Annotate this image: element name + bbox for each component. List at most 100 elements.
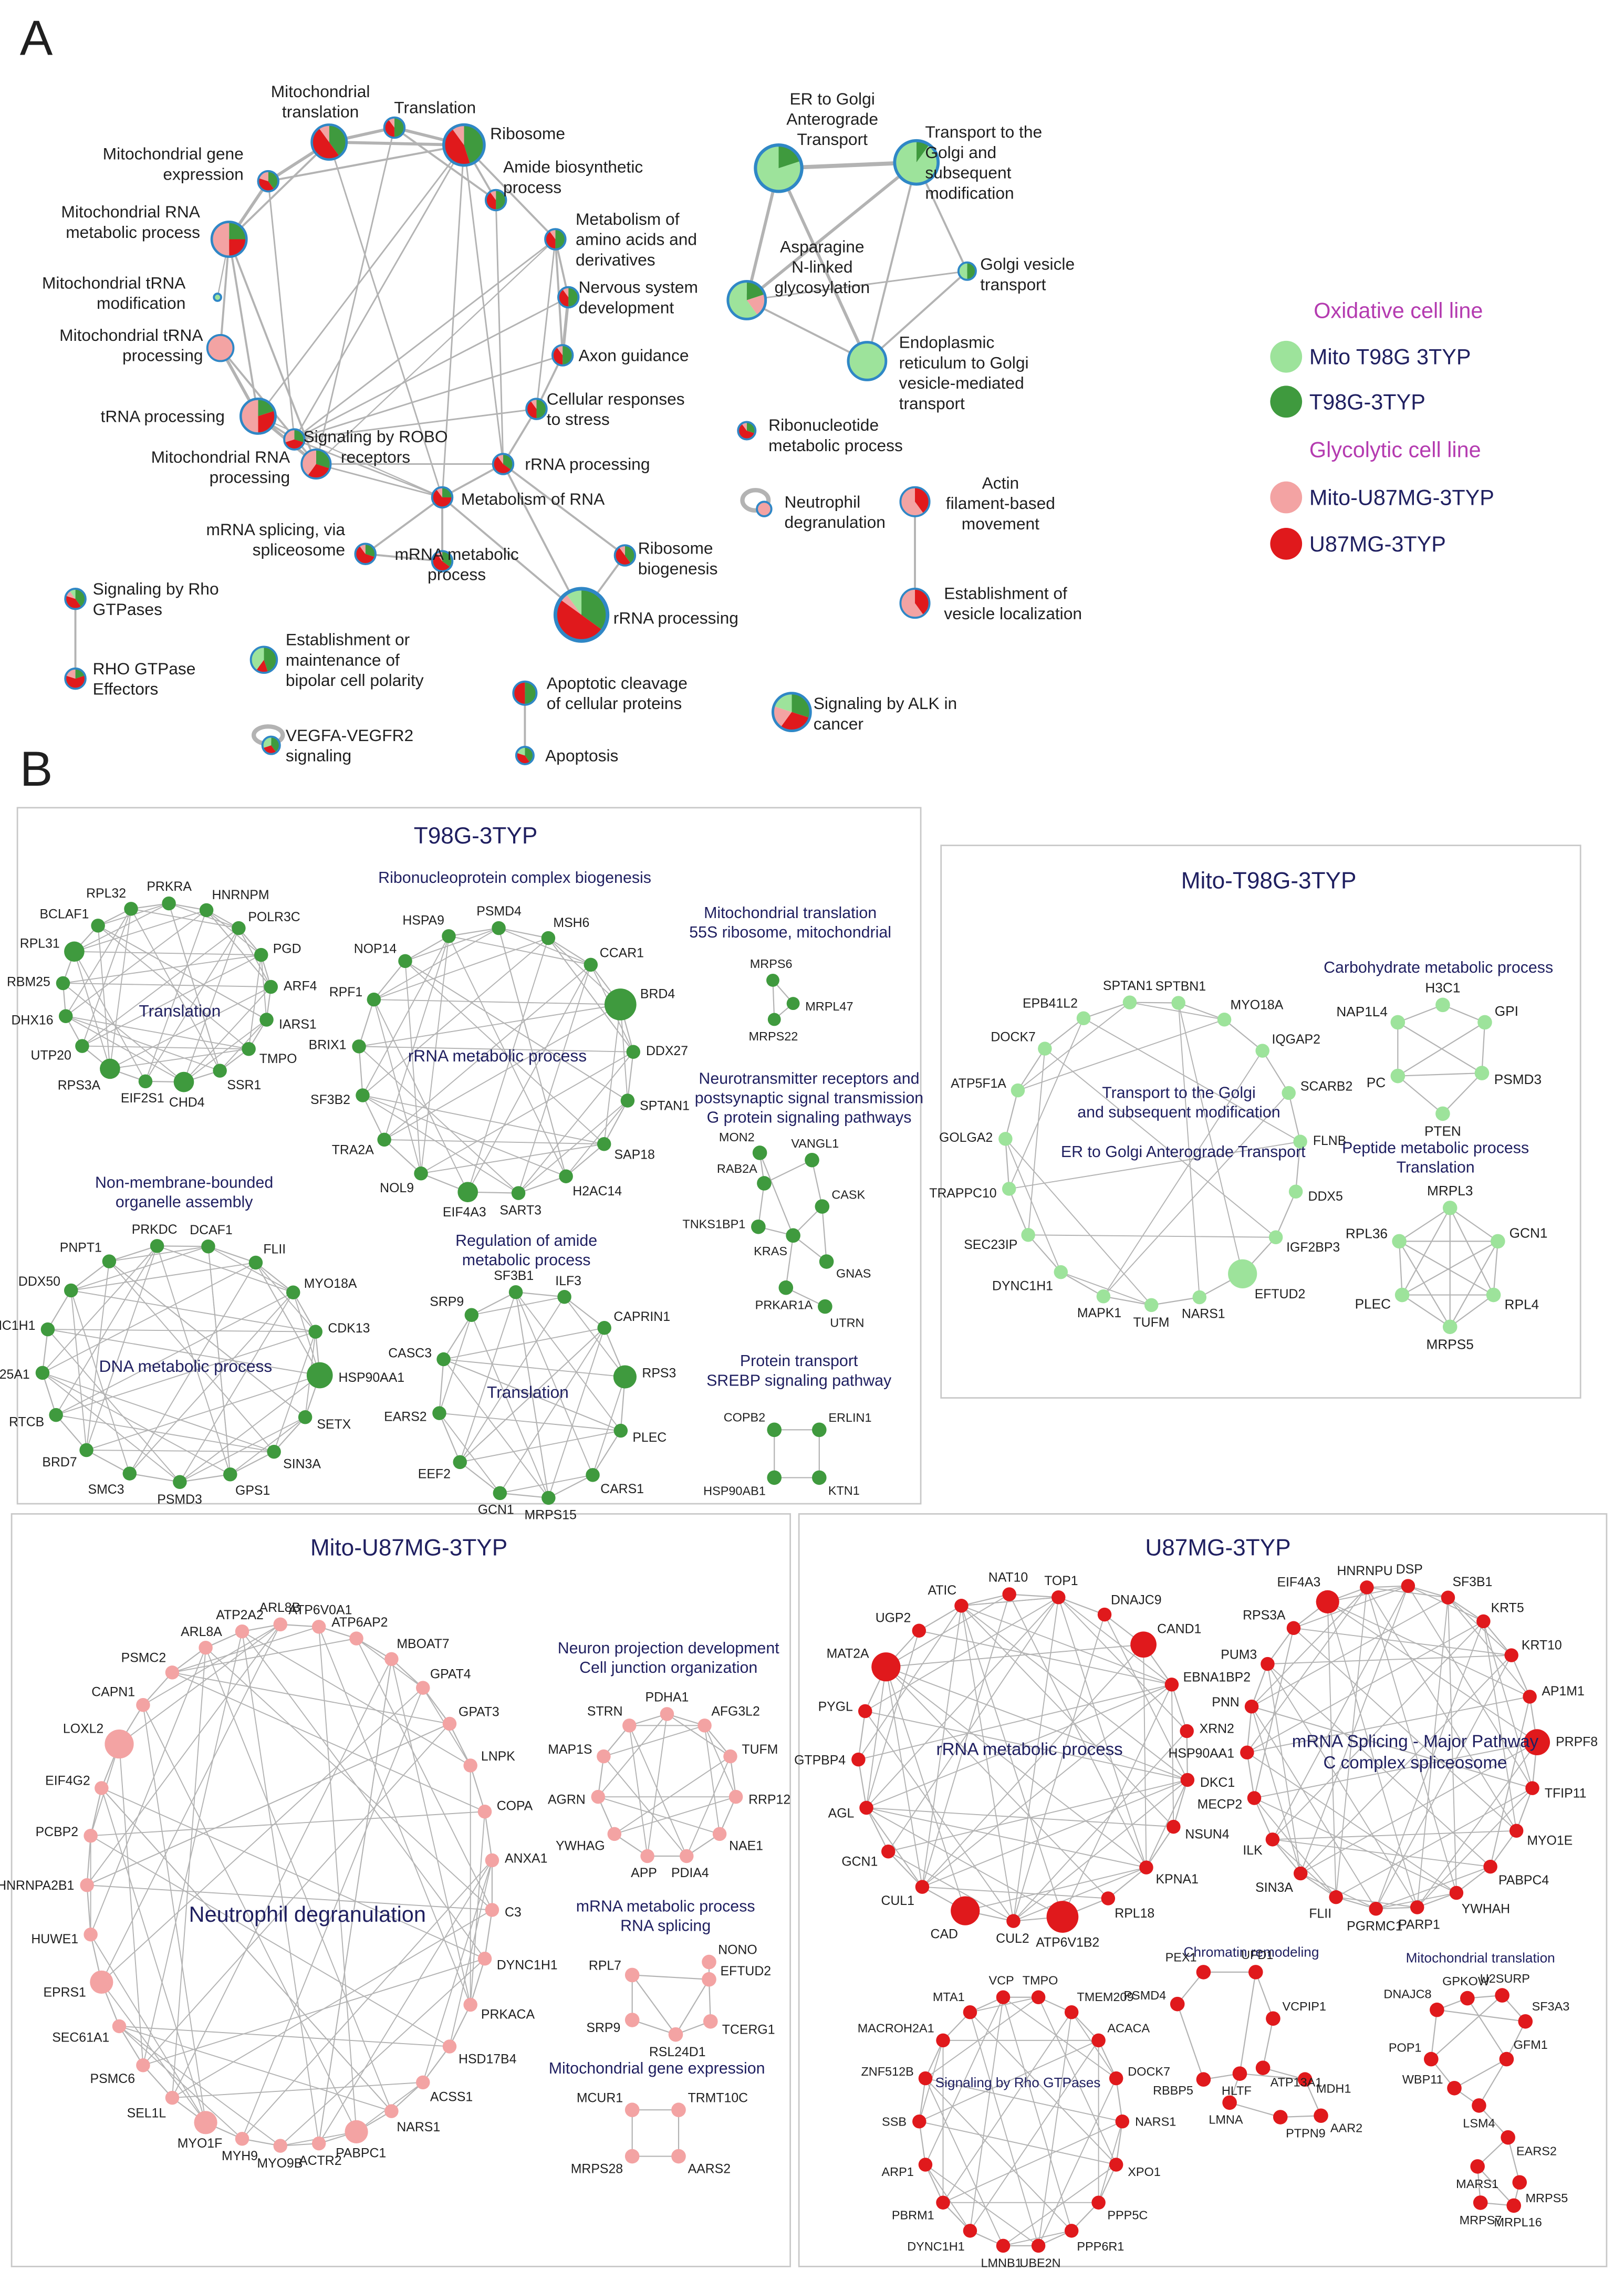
pie-slice bbox=[746, 294, 766, 316]
edge bbox=[885, 1644, 1144, 1668]
edge bbox=[383, 1004, 621, 1140]
edge bbox=[119, 2025, 450, 2047]
gene-label: PSMD3 bbox=[1494, 1071, 1542, 1087]
gene-label: ARL8B bbox=[259, 1601, 301, 1615]
edge bbox=[1177, 2003, 1204, 2080]
title-ribonucleoprotein: Ribonucleoprotein complex biogenesis bbox=[378, 869, 651, 887]
gene-label: MARS1 bbox=[1456, 2177, 1498, 2191]
edge bbox=[242, 1631, 471, 1766]
edge bbox=[1442, 1072, 1483, 1115]
edge bbox=[108, 1246, 209, 1262]
gene-node bbox=[1447, 2080, 1462, 2096]
pie-slice bbox=[294, 429, 305, 443]
gene-node bbox=[703, 2014, 718, 2029]
gene-node bbox=[626, 1045, 641, 1059]
pie-slice bbox=[490, 190, 496, 201]
edge bbox=[230, 1416, 306, 1475]
term-label-rrna2: rRNA processing bbox=[613, 608, 738, 627]
gene-node bbox=[91, 919, 105, 933]
edge bbox=[961, 1605, 1174, 1828]
gene-label: DNAJC9 bbox=[1111, 1593, 1162, 1608]
gene-node bbox=[607, 1827, 622, 1841]
gene-node bbox=[84, 1928, 98, 1942]
gene-label: PSMD4 bbox=[476, 904, 522, 919]
gene-node bbox=[881, 1844, 896, 1859]
gene-label: GPAT4 bbox=[430, 1667, 471, 1681]
pie-slice bbox=[365, 544, 376, 557]
pie-slice bbox=[301, 449, 316, 476]
edge bbox=[1038, 2012, 1073, 2246]
edge bbox=[373, 999, 422, 1174]
gene-node bbox=[40, 1322, 55, 1337]
edge bbox=[242, 1631, 320, 2144]
gene-label: PARP1 bbox=[1398, 1918, 1440, 1932]
gene-label: EIF4A3 bbox=[1277, 1576, 1320, 1590]
gene-label: ARP1 bbox=[882, 2165, 914, 2179]
edge bbox=[242, 1687, 424, 2140]
node-border bbox=[257, 170, 279, 193]
node-border bbox=[899, 486, 931, 517]
legend-swatch-t98g bbox=[1270, 386, 1303, 418]
gene-node bbox=[267, 1444, 281, 1459]
gene-label: SETX bbox=[317, 1418, 351, 1432]
gene-node bbox=[138, 1074, 153, 1089]
edge bbox=[498, 928, 567, 1177]
edge bbox=[1251, 1587, 1368, 1707]
gene-label: MRPL3 bbox=[1427, 1183, 1473, 1199]
term-node-ribonuc bbox=[737, 421, 757, 441]
gene-label: POP1 bbox=[1389, 2040, 1422, 2054]
gene-label: RPL36 bbox=[1346, 1225, 1388, 1241]
gene-node bbox=[1021, 1228, 1035, 1242]
gene-node bbox=[559, 1169, 573, 1183]
gene-node bbox=[1401, 1579, 1415, 1593]
gene-label: RPF1 bbox=[329, 985, 362, 999]
gene-label: PRKAR1A bbox=[755, 1298, 813, 1312]
edge bbox=[1008, 1141, 1301, 1190]
edge bbox=[924, 2164, 944, 2203]
edge bbox=[888, 1851, 923, 1888]
gene-label: MRPS28 bbox=[571, 2162, 623, 2176]
edge bbox=[1398, 1241, 1403, 1296]
edge bbox=[1262, 1050, 1289, 1094]
gene-label: TUFM bbox=[742, 1743, 778, 1757]
gene-node bbox=[493, 1486, 507, 1501]
gene-node bbox=[1329, 1890, 1343, 1904]
gene-node bbox=[1390, 1015, 1406, 1030]
term-label-rb: Ribosome bbox=[490, 124, 565, 143]
term-node-amide bbox=[484, 189, 507, 212]
gene-node bbox=[122, 1466, 137, 1481]
edge bbox=[142, 1704, 206, 2123]
edge bbox=[373, 928, 499, 1001]
box-u87 bbox=[798, 1513, 1608, 2267]
edge bbox=[318, 1658, 392, 2144]
gene-node bbox=[1054, 1265, 1068, 1279]
edge bbox=[1327, 1601, 1531, 1697]
edge bbox=[547, 938, 621, 1005]
gene-label: AP1M1 bbox=[1542, 1684, 1584, 1699]
edge bbox=[1246, 1752, 1255, 1799]
gene-node bbox=[273, 2139, 288, 2153]
gene-label: ARF4 bbox=[284, 980, 317, 994]
edge bbox=[675, 1978, 710, 2035]
edge bbox=[255, 1262, 316, 1332]
edge bbox=[101, 1687, 424, 1983]
pie-slice bbox=[915, 588, 930, 615]
edge bbox=[629, 1725, 688, 1857]
edge bbox=[383, 935, 450, 1140]
edge bbox=[1251, 1706, 1377, 1910]
edge bbox=[358, 1046, 634, 1053]
gene-label: GTPBP4 bbox=[794, 1753, 846, 1767]
edge bbox=[70, 1246, 209, 1291]
edge bbox=[811, 1159, 823, 1207]
edge bbox=[961, 1593, 1010, 1607]
gene-label: HNRNPA2B1 bbox=[0, 1879, 74, 1893]
edge bbox=[459, 1461, 501, 1494]
edge bbox=[1375, 1866, 1491, 1910]
gene-node bbox=[64, 1283, 78, 1298]
edge bbox=[1262, 2067, 1306, 2080]
